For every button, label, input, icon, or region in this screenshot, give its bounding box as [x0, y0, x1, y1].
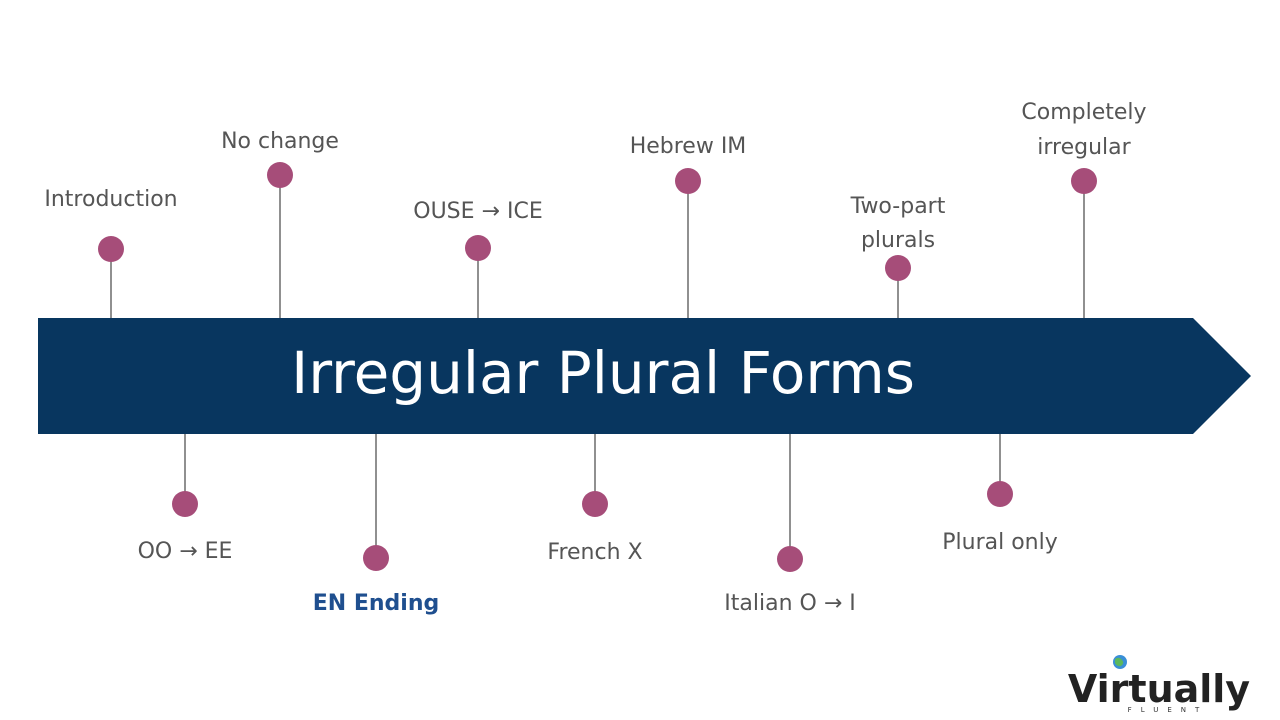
milestone-italian-o-i: Italian O → I: [724, 434, 856, 616]
milestone-dot[interactable]: [777, 546, 803, 572]
milestone-label[interactable]: Italian O → I: [724, 591, 855, 616]
globe-land-icon: [1115, 657, 1124, 667]
milestone-dot[interactable]: [987, 481, 1013, 507]
milestone-label[interactable]: No change: [221, 129, 339, 154]
milestone-two-part-plurals: Two-part plurals: [850, 194, 946, 318]
milestone-dot[interactable]: [465, 235, 491, 261]
milestone-introduction: Introduction: [44, 187, 178, 318]
milestone-label[interactable]: irregular: [1037, 135, 1131, 160]
milestone-dot[interactable]: [363, 545, 389, 571]
milestone-hebrew-im: Hebrew IM: [630, 134, 747, 318]
milestone-dot[interactable]: [267, 162, 293, 188]
logo-subtext: FLUENT: [1128, 706, 1209, 714]
milestone-completely-irregular: Completely irregular: [1021, 100, 1147, 318]
banner-title: Irregular Plural Forms: [291, 339, 915, 407]
milestone-label[interactable]: EN Ending: [313, 591, 440, 616]
milestone-dot[interactable]: [98, 236, 124, 262]
milestone-oo-ee: OO → EE: [138, 434, 233, 564]
milestone-dot[interactable]: [675, 168, 701, 194]
milestone-label[interactable]: OO → EE: [138, 539, 233, 564]
virtually-fluent-logo: Virtually FLUENT: [1068, 655, 1250, 714]
milestone-label[interactable]: plurals: [861, 228, 935, 253]
milestone-label[interactable]: OUSE → ICE: [413, 199, 542, 224]
milestone-label[interactable]: Completely: [1021, 100, 1146, 125]
milestone-dot[interactable]: [885, 255, 911, 281]
milestone-label[interactable]: French X: [547, 540, 642, 565]
milestone-plural-only: Plural only: [942, 434, 1058, 555]
milestone-label[interactable]: Introduction: [44, 187, 177, 212]
timeline-arrow-banner: [38, 318, 1251, 434]
milestone-label[interactable]: Two-part: [850, 194, 946, 219]
milestone-dot[interactable]: [172, 491, 198, 517]
logo-text: Virtually: [1068, 667, 1250, 711]
milestones-group: Introduction OO → EE No change EN Ending OUS…: [44, 100, 1146, 616]
milestone-label[interactable]: Plural only: [942, 530, 1058, 555]
milestone-dot[interactable]: [582, 491, 608, 517]
milestone-no-change: No change: [221, 129, 339, 318]
milestone-label[interactable]: Hebrew IM: [630, 134, 747, 159]
milestone-french-x: French X: [547, 434, 643, 565]
milestone-ouse-ice: OUSE → ICE: [413, 199, 543, 318]
milestone-dot[interactable]: [1071, 168, 1097, 194]
milestone-en-ending: EN Ending: [313, 434, 440, 616]
